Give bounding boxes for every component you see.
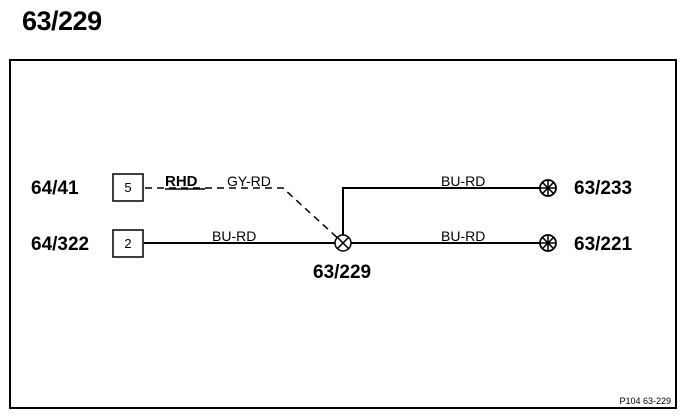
earth-label-63-233: 63/233 [574,178,632,199]
splice-icon [334,234,352,252]
earth-point-icon [539,234,557,252]
connector-box-64-322 [112,229,144,258]
connector-box-64-41 [112,173,144,202]
earth-point-icon [539,179,557,197]
connector-label-64-322: 64/322 [31,234,89,255]
connector-label-64-41: 64/41 [31,178,79,199]
splice-label: 63/229 [313,262,371,283]
wire-in-color: BU-RD [212,228,256,244]
footer-reference: P104 63-229 [619,396,671,406]
connector-pin-64-41: 5 [124,180,131,195]
earth-label-63-221: 63/221 [574,234,633,255]
diagram-frame [9,59,677,409]
wire-rhd-color: GY-RD [227,173,271,189]
wire-rhd-gy-rd [145,187,344,244]
wire-bottom-color: BU-RD [441,228,485,244]
wire-rhd-qualifier: RHD [165,173,198,190]
connector-pin-64-322: 2 [124,236,131,251]
wire-top-color: BU-RD [441,173,485,189]
page-title: 63/229 [22,6,102,36]
wire-top-bu-rd [342,187,540,236]
